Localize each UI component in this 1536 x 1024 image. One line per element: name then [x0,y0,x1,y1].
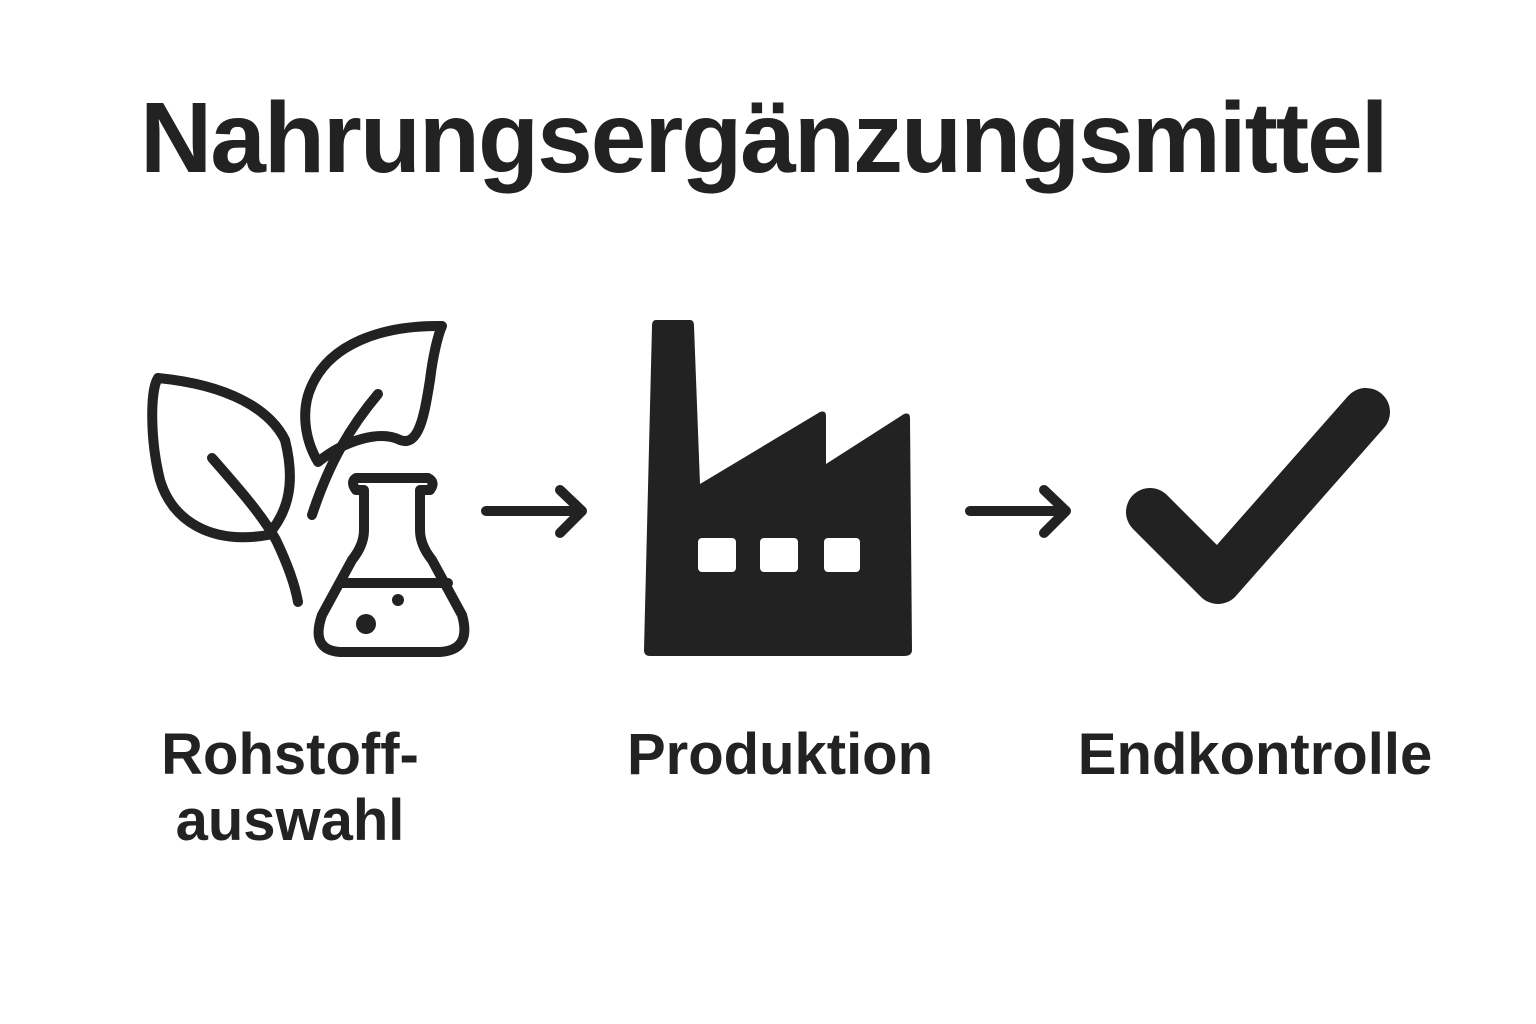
arrow-right-icon [965,485,1071,538]
right-leaf-vein [307,389,383,520]
step-label-line: auswahl [175,788,405,853]
factory-window [698,538,736,572]
checkmark-icon [1126,388,1390,604]
diagram-title: Nahrungsergänzungsmittel [140,82,1389,194]
step-label-produktion: Produktion [626,722,934,787]
leaf-flask-icon [147,320,470,657]
bubble-large [356,614,376,634]
step-label-line: Rohstoff- [161,722,419,787]
factory-icon [644,320,912,656]
factory-window [760,538,798,572]
bubble-small [392,594,404,606]
factory-window [824,538,860,572]
step-label-rohstoffauswahl: Rohstoff- auswahl [120,722,460,854]
left-leaf-vein [207,453,303,607]
factory-body [644,320,912,656]
left-leaf [147,373,295,543]
arrow-right-icon [481,485,587,538]
step-label-endkontrolle: Endkontrolle [1077,722,1433,787]
flask [313,473,470,657]
